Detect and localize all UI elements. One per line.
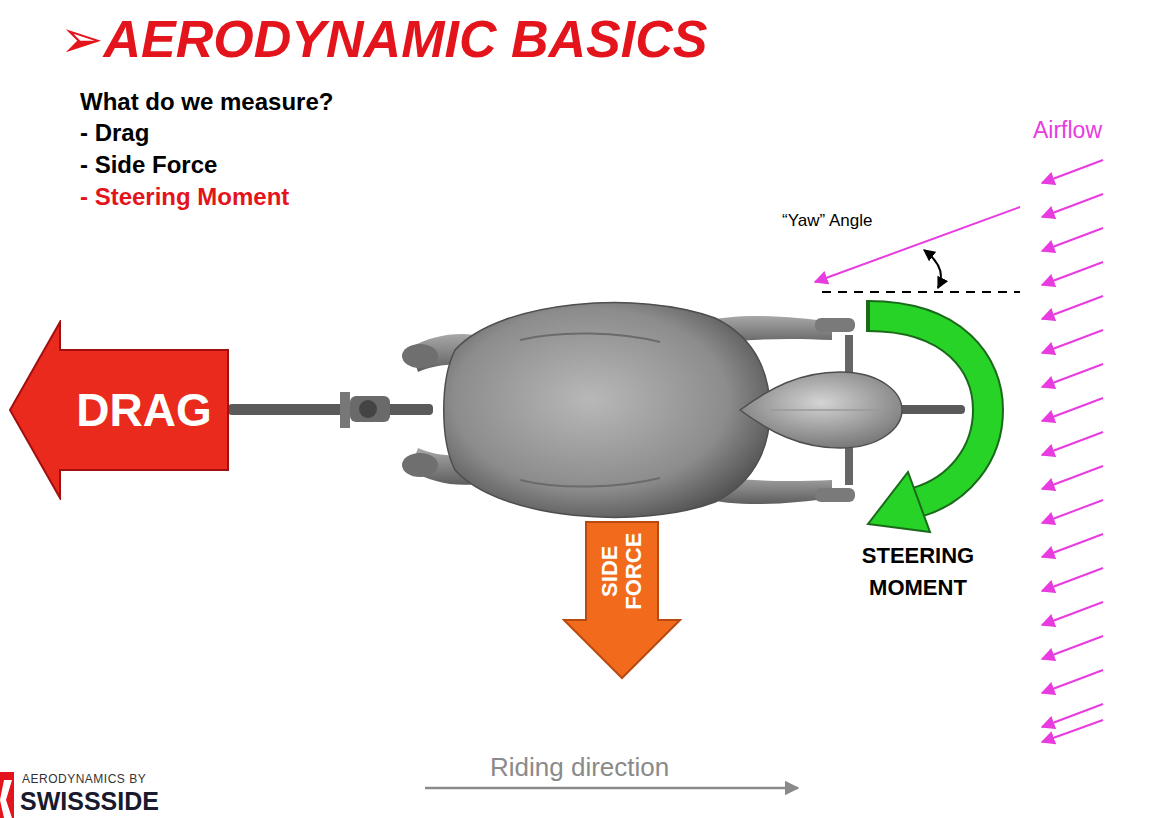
text-area: DRAG: [60, 350, 228, 470]
list-item: - Drag: [80, 119, 149, 147]
logo-subtitle: AERODYNAMICS BY: [22, 772, 146, 786]
arrow-label: DRAG: [76, 385, 211, 436]
steering-moment-label: STEERING MOMENT: [848, 540, 988, 604]
list-item: - Side Force: [80, 151, 217, 179]
arrow-outline: [10, 322, 228, 498]
logo-wordmark: SWISSSIDE: [20, 787, 159, 815]
list-item: - Steering Moment: [80, 183, 289, 211]
airflow-label: Airflow: [1033, 117, 1102, 144]
text-area: SIDE FORCE: [586, 522, 658, 620]
side-force-arrow: SIDE FORCE: [562, 520, 682, 680]
arrow-outline: [564, 522, 680, 678]
arrow-label: SIDE FORCE: [598, 524, 646, 618]
slide-title: ➢AERODYNAMIC BASICS: [60, 8, 707, 70]
riding-direction-label: Riding direction: [490, 752, 669, 783]
drag-arrow: DRAG: [8, 320, 230, 500]
list-heading: What do we measure?: [80, 88, 333, 116]
yaw-angle-label: “Yaw” Angle: [782, 211, 872, 231]
